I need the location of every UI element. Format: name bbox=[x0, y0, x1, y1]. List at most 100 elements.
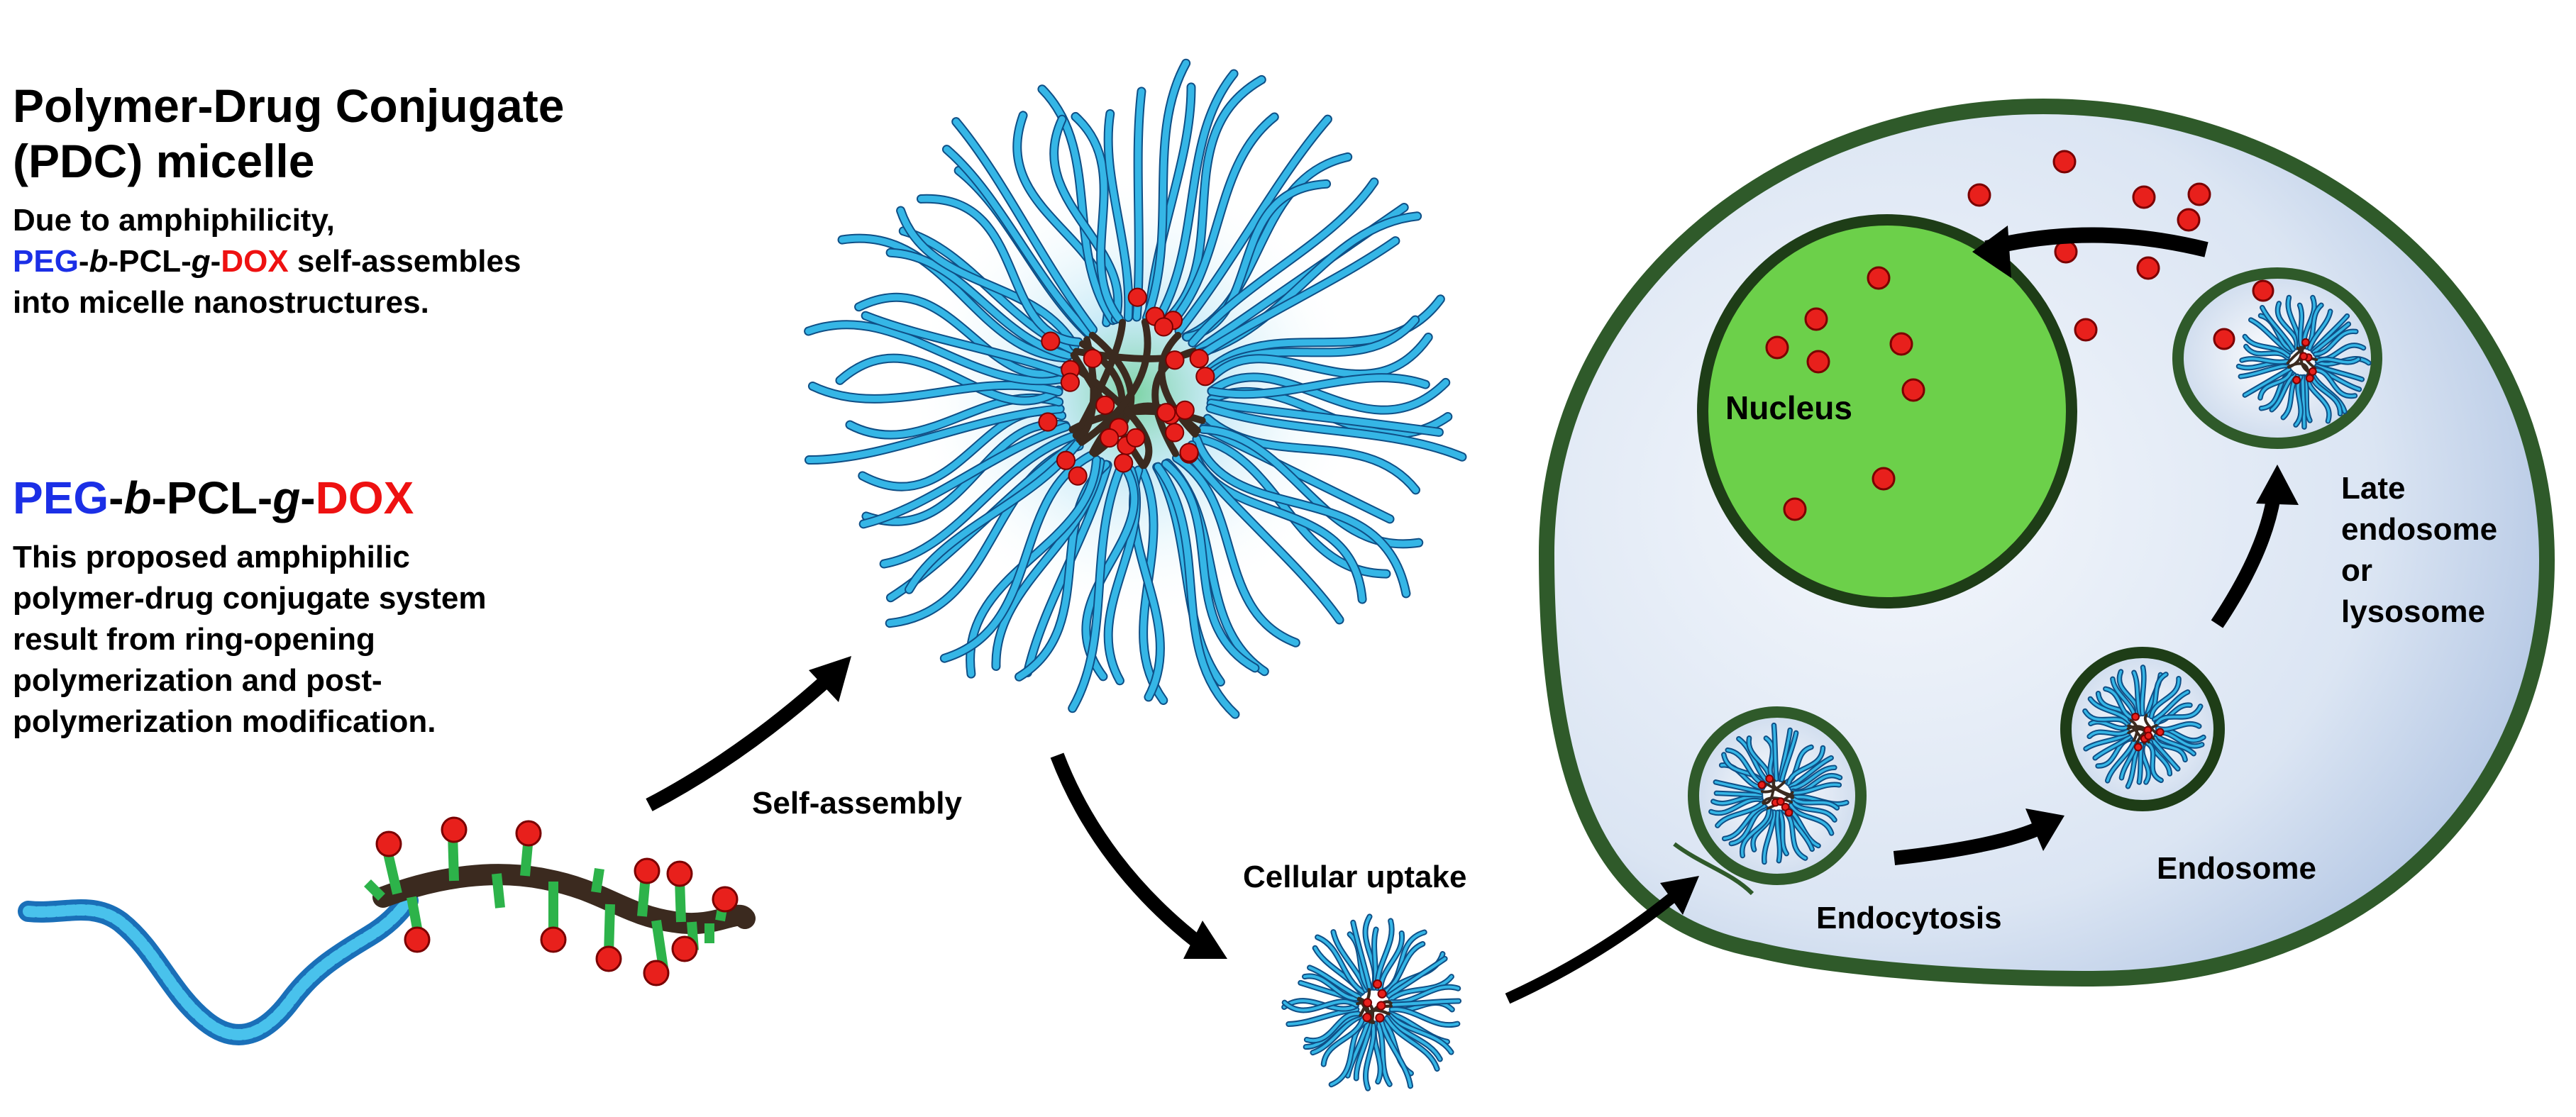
peg-chain-highlight bbox=[1354, 1021, 1371, 1080]
peg-chain-highlight bbox=[1390, 1008, 1459, 1027]
micelle bbox=[2082, 665, 2206, 789]
label-nucleus: Nucleus bbox=[1725, 389, 1852, 426]
peg-chain-highlight bbox=[1385, 1016, 1439, 1071]
drug-dot bbox=[1114, 453, 1134, 473]
dox-text: DOX bbox=[221, 244, 289, 279]
label-endosome: Endosome bbox=[2157, 851, 2316, 886]
peg-chain-highlight bbox=[2084, 709, 2130, 726]
drug-dot bbox=[1804, 307, 1828, 331]
peg-chain-highlight bbox=[2261, 306, 2294, 351]
peg-chain-highlight bbox=[1710, 798, 1762, 815]
drug-dot bbox=[2132, 185, 2156, 209]
arrow-release-to-nucleus bbox=[1984, 227, 2209, 257]
drug-dot bbox=[1375, 1013, 1385, 1023]
peg-chain-highlight bbox=[1162, 460, 1259, 672]
peg-chain-highlight bbox=[856, 294, 1066, 377]
proposal-line: result from ring-opening bbox=[13, 622, 375, 657]
drug-dot bbox=[2301, 338, 2310, 347]
label-late-endosome: Late endosome or lysosome bbox=[2341, 468, 2497, 633]
dash-text: - bbox=[210, 244, 221, 279]
micelle bbox=[1281, 913, 1462, 1091]
peg-text: PEG bbox=[13, 472, 109, 523]
peg-chain-highlight bbox=[887, 249, 1072, 359]
peg-chain-highlight bbox=[1311, 1015, 1361, 1055]
peg-chain-highlight bbox=[1183, 447, 1343, 623]
peg-chain-highlight bbox=[1772, 723, 1778, 781]
peg-chain-highlight bbox=[1193, 435, 1410, 597]
label-self-assembly: Self-assembly bbox=[752, 786, 962, 821]
drug-dot bbox=[2292, 376, 2301, 384]
drug-dot bbox=[2213, 328, 2235, 350]
peg-chain-highlight bbox=[1069, 465, 1124, 712]
drug-dot bbox=[1179, 443, 1199, 462]
peg-chain-highlight bbox=[1787, 746, 1825, 785]
peg-chain-highlight bbox=[1791, 766, 1836, 790]
peg-chain-highlight bbox=[862, 312, 1065, 376]
rest-text: self-assembles bbox=[288, 244, 521, 279]
dash-text: - bbox=[109, 472, 124, 523]
drug-dot bbox=[441, 816, 468, 843]
g-text: g bbox=[272, 472, 301, 523]
peg-chain-highlight bbox=[1383, 942, 1425, 994]
drug-dot bbox=[1967, 183, 1991, 207]
peg-chain-highlight bbox=[2243, 368, 2291, 396]
peg-chain-highlight bbox=[1176, 116, 1331, 335]
drug-dot bbox=[1100, 428, 1120, 448]
drug-dot bbox=[1806, 350, 1830, 374]
small-micelles bbox=[1281, 294, 2372, 1091]
pcl-core-chain bbox=[1765, 782, 1794, 799]
peg-chain-highlight bbox=[2314, 368, 2357, 398]
drug-dot bbox=[1038, 412, 1058, 432]
drug-dot bbox=[375, 830, 402, 857]
peg-chain-highlight bbox=[2316, 357, 2360, 364]
late-line: Late bbox=[2341, 471, 2406, 506]
peg-chain-highlight bbox=[1208, 374, 1429, 398]
peg-chain-highlight bbox=[1380, 1020, 1413, 1088]
drug-dot bbox=[1189, 348, 1209, 369]
drug-dot bbox=[1784, 808, 1793, 817]
drug-dot bbox=[515, 820, 542, 847]
drug-dot bbox=[2131, 712, 2140, 721]
linker bbox=[492, 873, 505, 908]
peg-chain-highlight bbox=[1792, 797, 1839, 809]
drug-dot bbox=[1175, 400, 1195, 420]
peg-chain-highlight bbox=[2133, 671, 2142, 716]
peg-chain-highlight bbox=[1173, 455, 1299, 646]
peg-chain-highlight bbox=[2084, 733, 2130, 750]
peg-chain-highlight bbox=[2308, 310, 2332, 350]
late-line: endosome bbox=[2341, 512, 2498, 547]
peg-chain-highlight bbox=[2155, 734, 2195, 755]
drug-dot bbox=[1765, 335, 1789, 360]
peg-chain-highlight bbox=[1207, 400, 1442, 435]
peg-chain-highlight bbox=[2270, 373, 2296, 411]
peg-chain-highlight bbox=[1105, 110, 1132, 321]
peg-chain-highlight bbox=[2089, 721, 2129, 730]
peg-chain-highlight bbox=[943, 146, 1092, 336]
peg-chain-highlight bbox=[1776, 811, 1781, 862]
drug-dot bbox=[1095, 395, 1115, 415]
drug-dot bbox=[540, 926, 567, 953]
peg-chain-highlight bbox=[2104, 687, 2134, 719]
arrow-endocytosis-to-endosome-head bbox=[2025, 808, 2064, 851]
peg-chain-highlight bbox=[1308, 966, 1361, 999]
dox-grafts bbox=[364, 816, 739, 987]
peg-chain-highlight bbox=[1083, 466, 1138, 680]
drug-dot bbox=[1362, 998, 1373, 1008]
peg-chain-highlight bbox=[1051, 116, 1122, 323]
drug-dot bbox=[2308, 367, 2317, 376]
peg-chain-highlight bbox=[1189, 179, 1378, 346]
drug-dot bbox=[2177, 208, 2201, 232]
peg-chain-highlight bbox=[2298, 304, 2304, 348]
peg-chain-highlight bbox=[2240, 357, 2289, 364]
linker bbox=[364, 879, 385, 901]
peg-chain-highlight bbox=[2152, 690, 2189, 721]
drug-dot bbox=[712, 886, 739, 913]
label-endocytosis: Endocytosis bbox=[1816, 901, 2002, 935]
drug-dot bbox=[1060, 372, 1080, 392]
arrow-to-cell bbox=[1505, 885, 1686, 1004]
pcl-core-chain bbox=[2143, 713, 2158, 735]
drug-dot bbox=[1872, 467, 1896, 491]
peg-chain-highlight bbox=[2243, 335, 2289, 357]
peg-chain-highlight bbox=[2150, 677, 2180, 718]
desc-line-2: PEG-b-PCL-g-DOX self-assembles bbox=[13, 241, 521, 282]
